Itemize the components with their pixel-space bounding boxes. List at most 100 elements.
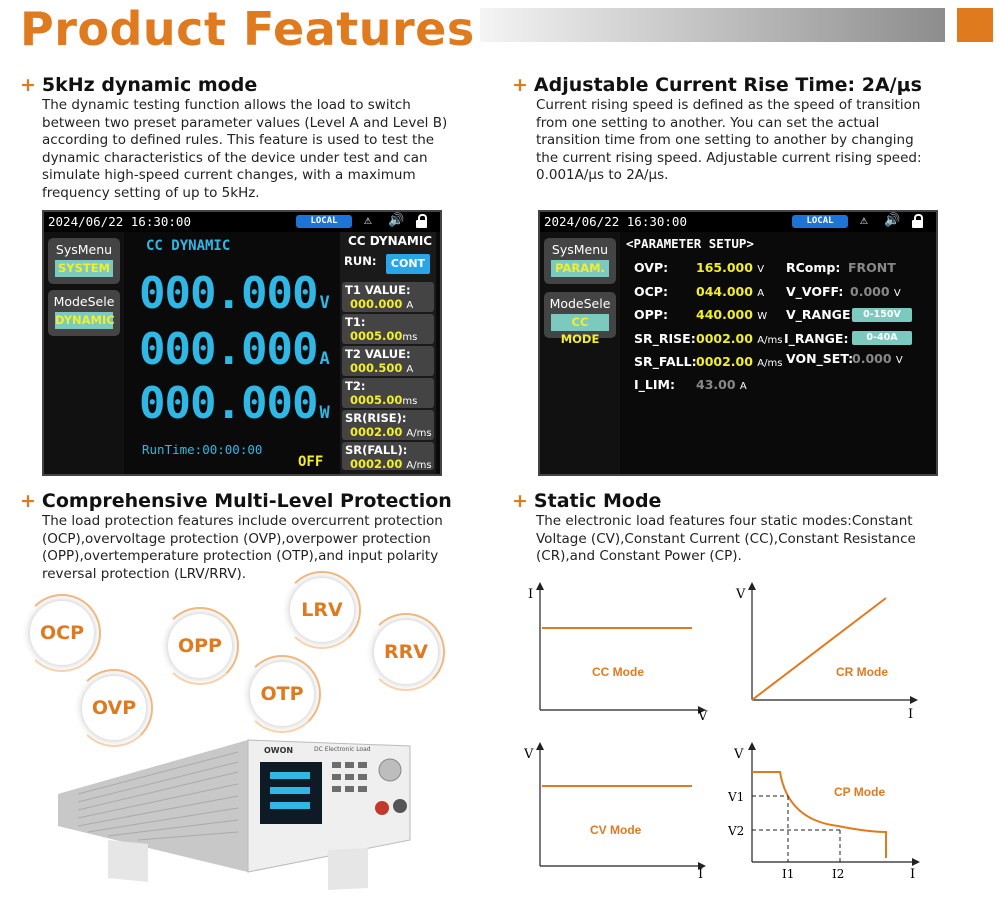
sr-fall-value[interactable]: 0002.00 A/ms <box>696 354 783 369</box>
cr-y-label: V <box>735 587 746 602</box>
status-bar: 2024/06/22 16:30:00 LOCAL ⚠ 🔊 <box>540 212 936 232</box>
graph-cp: V I V1 V2 I1 I2 CP Mode <box>728 742 920 882</box>
section-heading-protection: +Comprehensive Multi-Level Protection <box>20 490 452 512</box>
page-title: Product Features <box>20 2 475 56</box>
i-lim-label: I_LIM: <box>634 377 675 392</box>
ocp-value[interactable]: 044.000 A <box>696 284 765 299</box>
section-text-rise: Current rising speed is defined as the s… <box>536 97 922 183</box>
warning-icon: ⚠ <box>364 213 372 228</box>
device-brand: OWON <box>264 746 294 755</box>
lock-icon <box>416 214 427 228</box>
cv-y-label: V <box>523 747 534 762</box>
cc-y-label: I <box>528 587 533 602</box>
cp-v1-label: V1 <box>728 790 744 804</box>
i-range-label: I_RANGE: <box>784 331 849 346</box>
von-set-value[interactable]: 0.000 V <box>852 351 903 366</box>
graph-cr: V I CR Mode <box>735 582 918 720</box>
panel-title: CC DYNAMIC <box>348 234 433 248</box>
cv-x-label: I <box>698 867 703 880</box>
param-t1-value[interactable]: T1 VALUE:000.000 A <box>342 282 434 312</box>
ocp-label: OCP: <box>634 284 668 299</box>
plus-icon: + <box>20 74 36 96</box>
param-setup-header: <PARAMETER SETUP> <box>626 236 754 251</box>
section-heading-rise: +Adjustable Current Rise Time: 2A/μs <box>512 74 922 96</box>
cp-i2-label: I2 <box>832 867 844 881</box>
output-status: OFF <box>298 454 324 470</box>
rcomp-label: RComp: <box>786 260 841 275</box>
cp-y-label: V <box>733 747 744 762</box>
plus-icon: + <box>512 74 528 96</box>
sr-fall-label: SR_FALL: <box>634 354 697 369</box>
section-heading-dynamic: +5kHz dynamic mode <box>20 74 258 96</box>
plus-icon: + <box>512 490 528 512</box>
speaker-icon: 🔊 <box>884 213 901 228</box>
local-badge: LOCAL <box>296 215 352 228</box>
section-text-protection: The load protection features include ove… <box>42 513 443 582</box>
badge-opp: OPP <box>161 607 239 685</box>
section-heading-static: +Static Mode <box>512 490 662 512</box>
speaker-icon: 🔊 <box>388 213 405 228</box>
param-t2-value[interactable]: T2 VALUE:000.500 A <box>342 346 434 376</box>
lock-icon <box>912 214 923 228</box>
cr-x-label: I <box>908 707 913 720</box>
badge-ocp: OCP <box>23 594 101 672</box>
datetime: 2024/06/22 16:30:00 <box>544 214 687 229</box>
opp-label: OPP: <box>634 307 668 322</box>
sr-rise-value[interactable]: 0002.00 A/ms <box>696 331 783 346</box>
status-bar: 2024/06/22 16:30:00 LOCAL ⚠ 🔊 <box>44 212 440 232</box>
runtime: RunTime:00:00:00 <box>142 442 263 457</box>
param-sr-fall[interactable]: SR(FALL):0002.00 A/ms <box>342 442 434 471</box>
badge-rrv: RRV <box>367 613 445 691</box>
cp-v2-label: V2 <box>728 824 744 838</box>
badge-otp: OTP <box>243 655 321 733</box>
param-panel: CC DYNAMIC RUN: CONT T1 VALUE:000.000 A … <box>340 232 436 474</box>
cr-line <box>751 597 887 701</box>
cc-x-label: V <box>697 709 708 720</box>
section-text-static: The electronic load features four static… <box>536 513 916 564</box>
datetime: 2024/06/22 16:30:00 <box>48 214 191 229</box>
param-t1[interactable]: T1:0005.00ms <box>342 314 434 344</box>
mode-title: CC DYNAMIC <box>146 238 231 254</box>
graph-cv: V I CV Mode <box>523 742 706 880</box>
warning-icon: ⚠ <box>860 213 868 228</box>
graph-cc: I V CC Mode <box>528 582 708 720</box>
cp-curve <box>752 771 887 858</box>
badge-lrv: LRV <box>283 571 361 649</box>
i-range-button[interactable]: 0-40A <box>852 331 912 345</box>
v-voff-label: V_VOFF: <box>786 284 844 299</box>
von-set-label: VON_SET: <box>786 351 854 366</box>
v-range-label: V_RANGE: <box>786 307 856 322</box>
header-accent-square <box>957 8 993 42</box>
device-model: DC Electronic Load <box>314 746 371 753</box>
plus-icon: + <box>20 490 36 512</box>
ovp-value[interactable]: 165.000 V <box>696 260 765 275</box>
device-illustration: OWON DC Electronic Load <box>48 732 428 892</box>
device-drawing <box>58 739 411 890</box>
rcomp-value[interactable]: FRONT <box>848 260 896 275</box>
param-t2[interactable]: T2:0005.00ms <box>342 378 434 408</box>
v-voff-value[interactable]: 0.000 V <box>850 284 901 299</box>
cr-label: CR Mode <box>836 665 888 679</box>
header-gradient-bar <box>480 8 945 42</box>
cv-label: CV Mode <box>590 823 642 837</box>
i-lim-value[interactable]: 43.00 A <box>696 377 747 392</box>
v-range-button[interactable]: 0-150V <box>852 308 912 322</box>
param-sr-rise[interactable]: SR(RISE):0002.00 A/ms <box>342 410 434 440</box>
run-mode-button[interactable]: CONT <box>386 254 430 274</box>
opp-value[interactable]: 440.000 W <box>696 307 768 322</box>
badge-ovp: OVP <box>75 669 153 747</box>
local-badge: LOCAL <box>792 215 848 228</box>
run-label: RUN: <box>344 254 377 268</box>
cp-x-label: I <box>910 867 915 882</box>
